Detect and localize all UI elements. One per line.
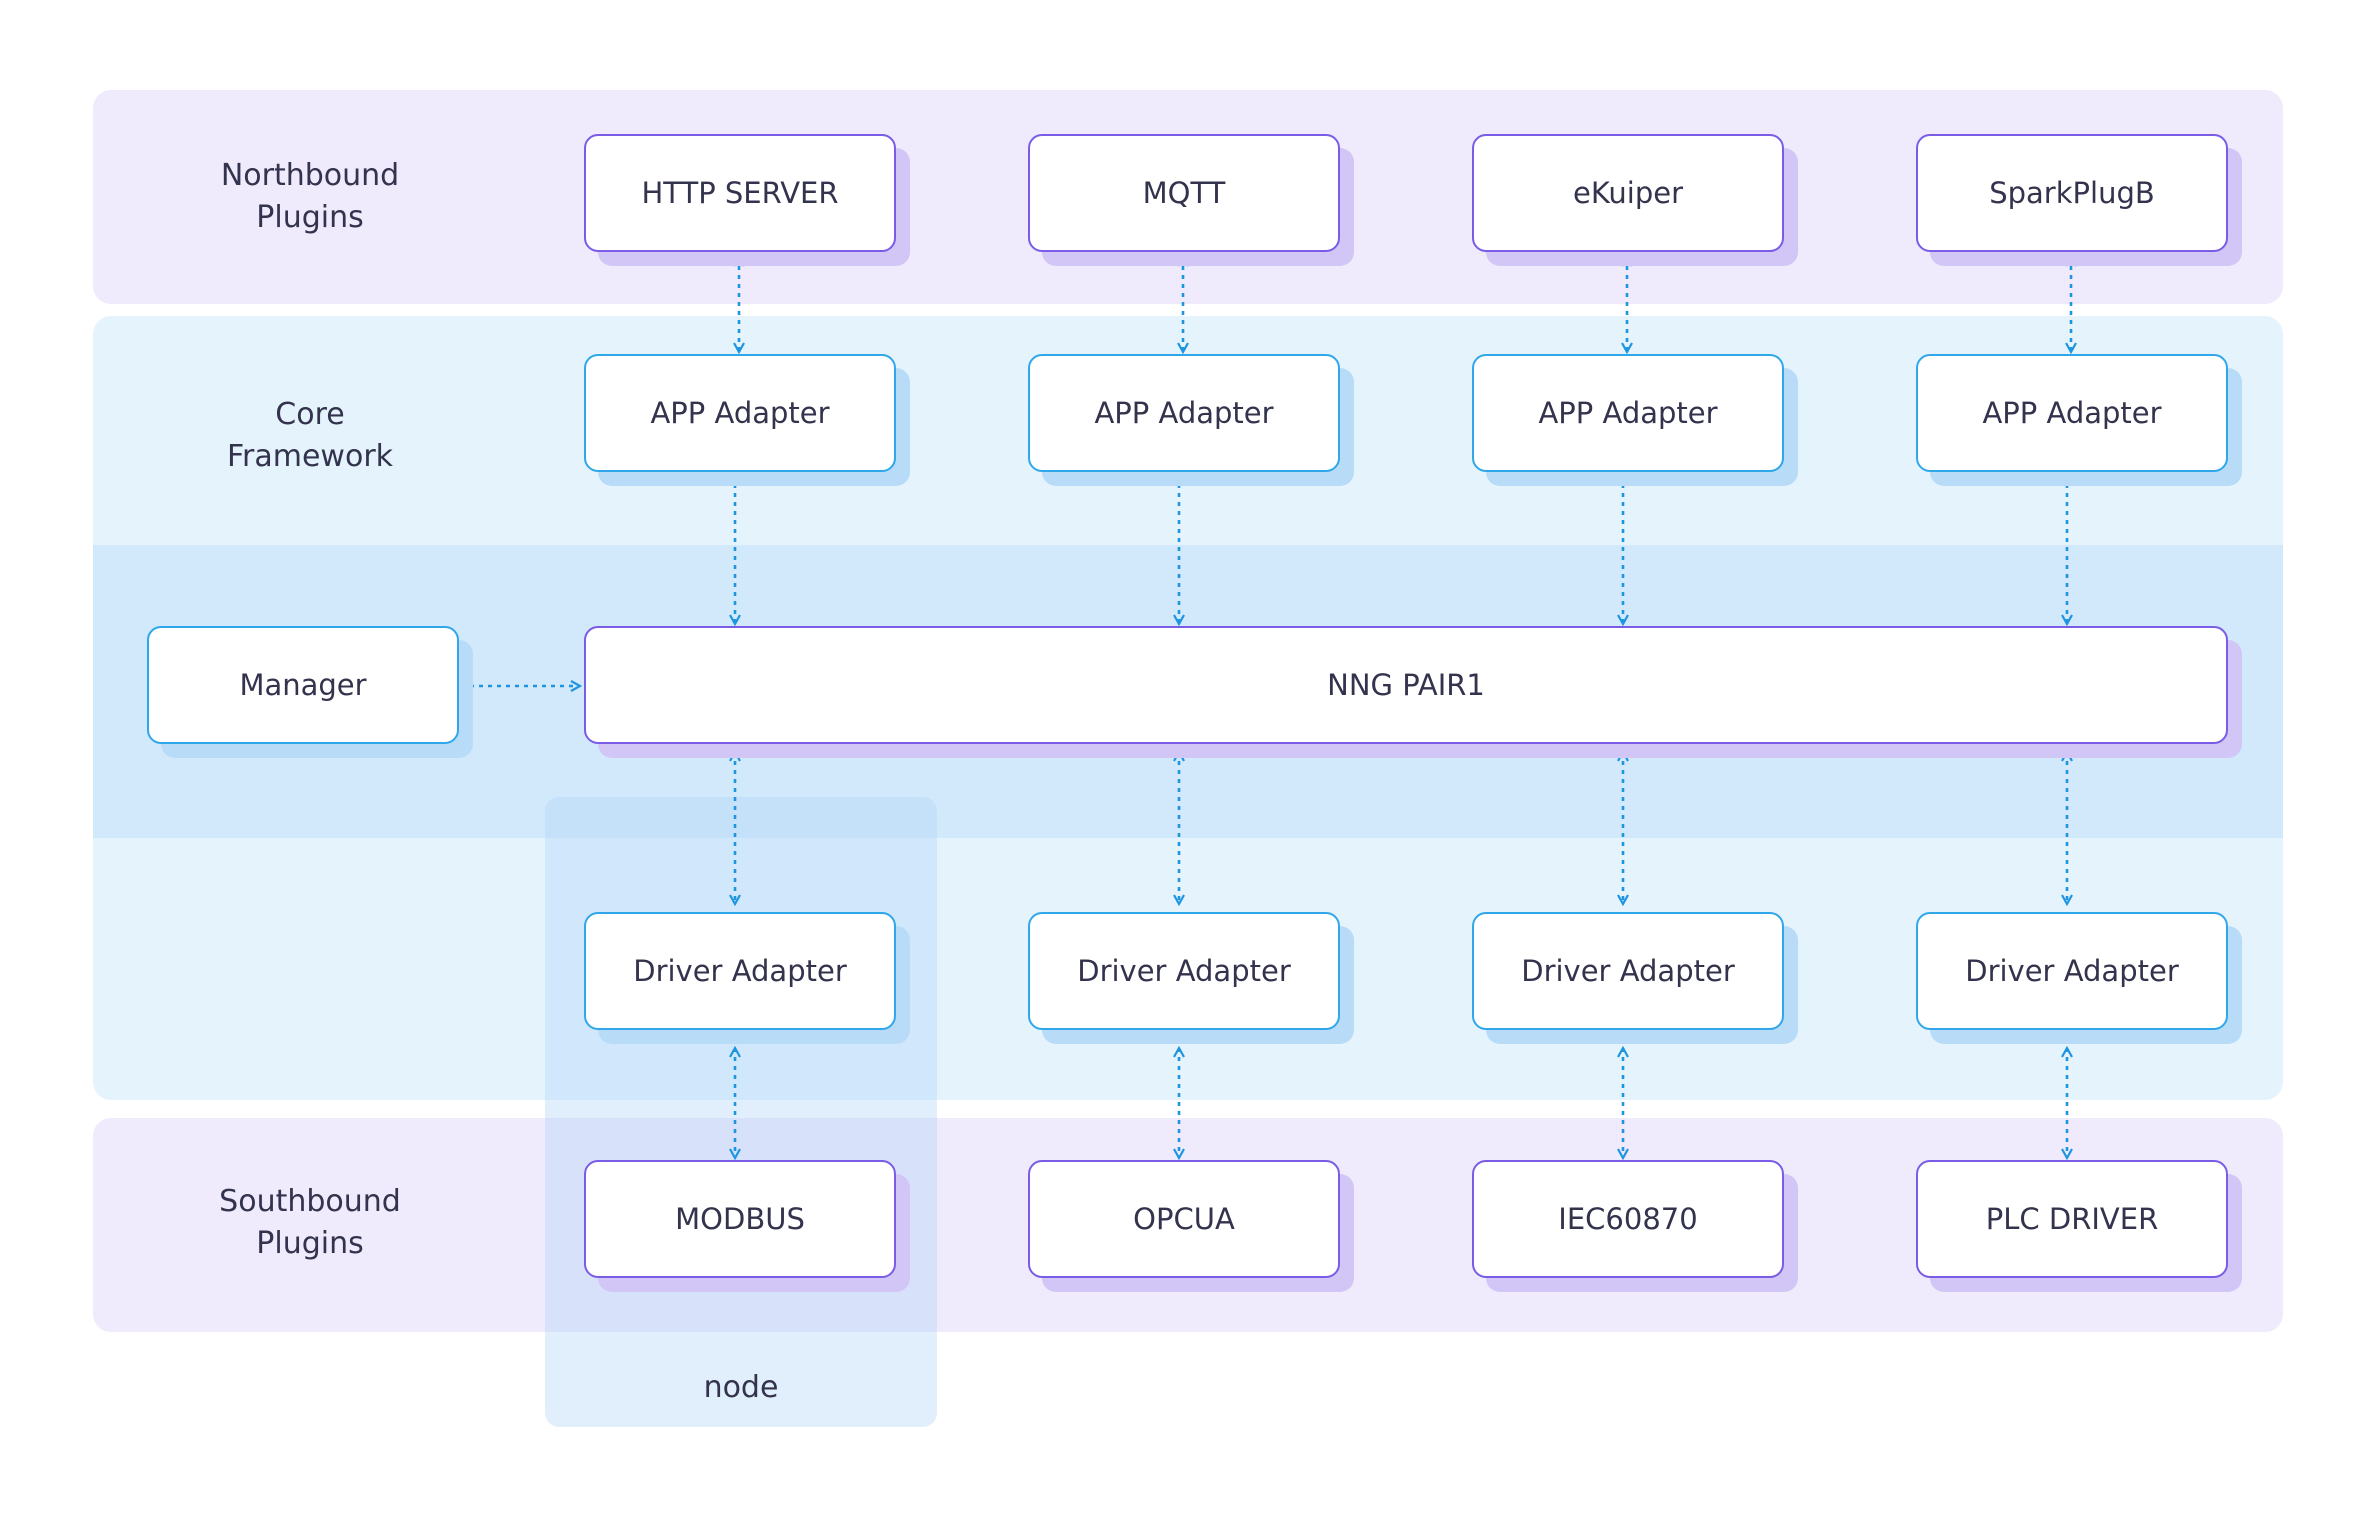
southbound-label-line2: Plugins	[256, 1226, 364, 1261]
nng-pair1-bus: NNG PAIR1	[584, 626, 2228, 744]
driver-adapter-1: Driver Adapter	[584, 912, 896, 1030]
northbound-label: Northbound Plugins	[160, 155, 460, 239]
plugin-iec60870: IEC60870	[1472, 1160, 1784, 1278]
driver-adapter-2: Driver Adapter	[1028, 912, 1340, 1030]
app-adapter-3: APP Adapter	[1472, 354, 1784, 472]
driver-adapter-4: Driver Adapter	[1916, 912, 2228, 1030]
northbound-label-line2: Plugins	[256, 200, 364, 235]
southbound-label-line1: Southbound	[219, 1184, 401, 1219]
app-adapter-2: APP Adapter	[1028, 354, 1340, 472]
plugin-ekuiper: eKuiper	[1472, 134, 1784, 252]
core-framework-label: Core Framework	[160, 394, 460, 478]
core-label-line1: Core	[275, 397, 345, 432]
core-label-line2: Framework	[226, 439, 394, 474]
driver-adapter-3: Driver Adapter	[1472, 912, 1784, 1030]
plugin-modbus: MODBUS	[584, 1160, 896, 1278]
node-label: node	[703, 1370, 779, 1405]
app-adapter-1: APP Adapter	[584, 354, 896, 472]
app-adapter-4: APP Adapter	[1916, 354, 2228, 472]
northbound-label-line1: Northbound	[220, 158, 400, 193]
southbound-label: Southbound Plugins	[160, 1181, 460, 1265]
plugin-sparkplugb: SparkPlugB	[1916, 134, 2228, 252]
plugin-http-server: HTTP SERVER	[584, 134, 896, 252]
node-highlight	[545, 797, 937, 1427]
plugin-plc-driver: PLC DRIVER	[1916, 1160, 2228, 1278]
plugin-mqtt: MQTT	[1028, 134, 1340, 252]
manager-box: Manager	[147, 626, 459, 744]
plugin-opcua: OPCUA	[1028, 1160, 1340, 1278]
